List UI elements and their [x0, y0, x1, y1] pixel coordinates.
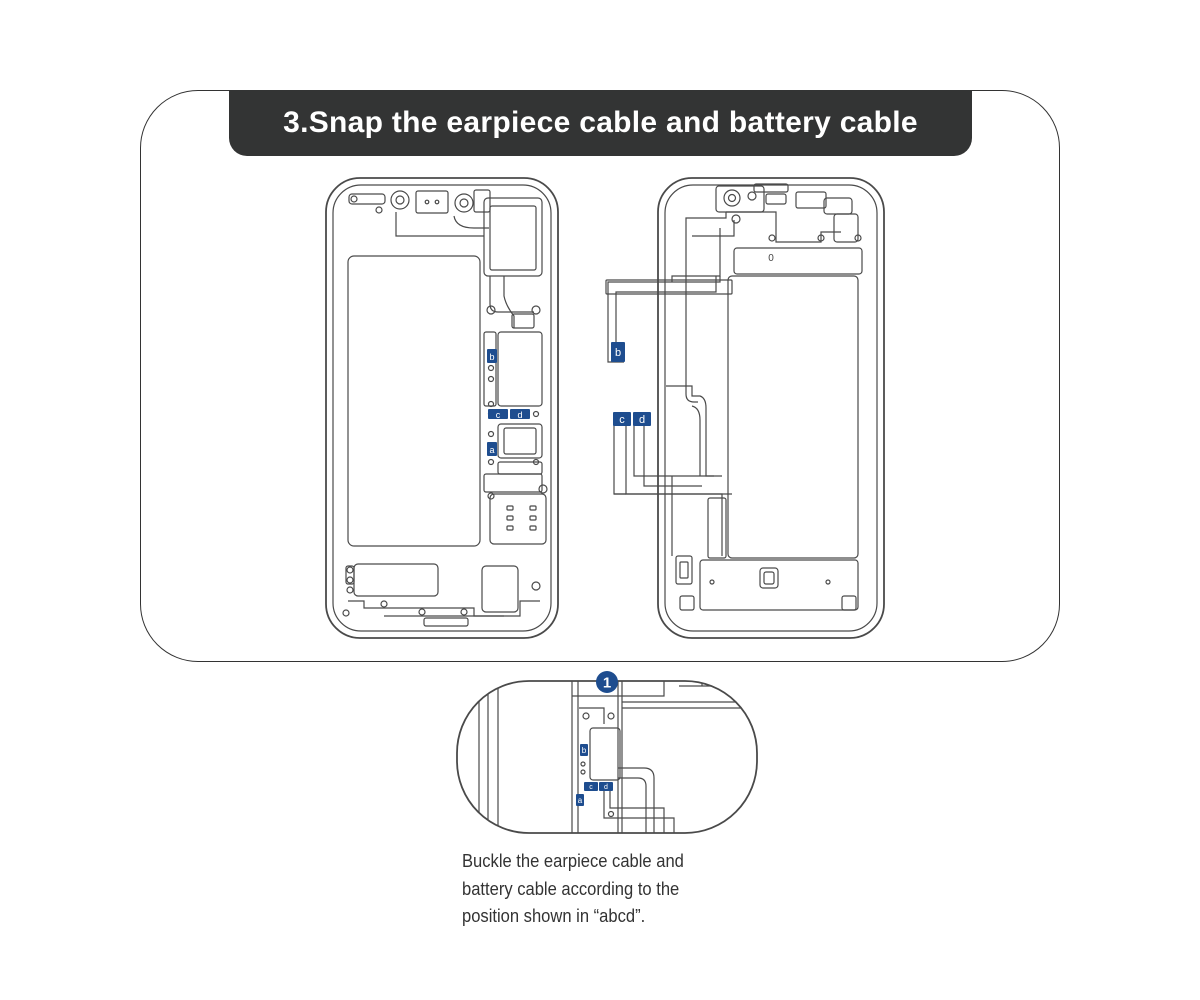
- title-bar: 3.Snap the earpiece cable and battery ca…: [229, 90, 972, 156]
- tag-d-left: d: [517, 410, 522, 420]
- caption-line-3: position shown in “abcd”.: [462, 906, 646, 926]
- tag-d-inset: d: [604, 784, 608, 791]
- step-badge: 1: [603, 675, 611, 692]
- label-zero: 0: [768, 253, 774, 264]
- phone-frame-left: b c d a: [325, 177, 559, 639]
- tag-d-right: d: [639, 414, 645, 426]
- tag-c-right: c: [619, 414, 625, 426]
- phone-frame-right: 0 b c d: [605, 177, 885, 639]
- caption-line-1: Buckle the earpiece cable and: [462, 851, 684, 871]
- tag-b-inset: b: [582, 746, 587, 755]
- tag-b-left: b: [489, 352, 494, 362]
- zoom-inset: b c d a 1: [456, 671, 758, 834]
- tag-b-right: b: [615, 347, 621, 359]
- tag-a-inset: a: [578, 796, 583, 805]
- tag-c-inset: c: [589, 784, 593, 791]
- page-title: 3.Snap the earpiece cable and battery ca…: [283, 106, 918, 139]
- tag-c-left: c: [496, 410, 501, 420]
- caption-line-2: battery cable according to the: [462, 878, 680, 899]
- tag-a-left: a: [489, 445, 494, 455]
- instruction-caption: Buckle the earpiece cable and battery ca…: [462, 848, 720, 931]
